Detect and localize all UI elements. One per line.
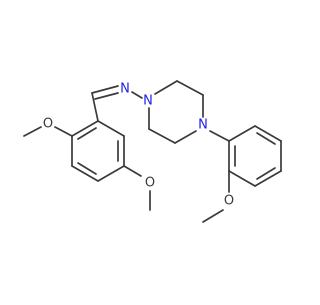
- bond-rb-4: [254, 170, 282, 187]
- structure-diagram: N N N O O O: [23, 80, 282, 223]
- bond-n-n: [131, 91, 143, 99]
- bond-rb-inner-1: [256, 132, 276, 145]
- bond-lb-inner-3: [77, 127, 97, 140]
- bond-o-ch3-ortho: [23, 126, 42, 137]
- bond-pip-1: [154, 80, 178, 95]
- bond-lb-inner-2: [77, 162, 97, 175]
- bond-lb-3: [97, 165, 125, 182]
- oxygen-ortho-right-label: O: [224, 194, 234, 209]
- bond-ch-n-double-a: [91, 85, 119, 94]
- molecule-canvas: N N N O O O: [23, 80, 282, 223]
- bond-rb-inner-2: [256, 167, 276, 180]
- left-meta-methoxy: [123, 165, 151, 211]
- oxygen-ortho-left-label: O: [43, 117, 53, 132]
- imine-nitrogen-label: N: [120, 82, 130, 97]
- bond-lb-4: [71, 165, 99, 182]
- piperazine-n1-label: N: [143, 94, 153, 109]
- bond-rb-1: [228, 125, 256, 142]
- bond-o-ch3-right: [202, 209, 224, 223]
- bond-n4-aryl: [209, 130, 230, 142]
- left-benzene-ring: [71, 120, 125, 182]
- bond-rb-5: [228, 170, 256, 187]
- bond-lb-1: [97, 120, 125, 137]
- right-benzene-ring: [228, 125, 282, 187]
- bond-pip-5: [148, 128, 176, 144]
- bond-ch-n-double-b: [94, 92, 119, 100]
- bond-pip-4: [174, 130, 197, 144]
- bond-lb-6: [71, 120, 99, 137]
- piperazine-ring: [148, 80, 204, 144]
- imine-linkage: [91, 85, 143, 122]
- bond-rb-2: [254, 125, 282, 142]
- piperazine-n4-label: N: [198, 118, 208, 133]
- bond-lb-o-ortho: [54, 126, 73, 137]
- bond-pip-2: [176, 80, 204, 96]
- bond-lb-o-meta: [123, 165, 142, 177]
- right-methoxy: [202, 170, 230, 223]
- oxygen-meta-left-label: O: [145, 176, 155, 191]
- bond-ring-ch: [91, 92, 99, 122]
- left-ortho-methoxy: [23, 126, 73, 137]
